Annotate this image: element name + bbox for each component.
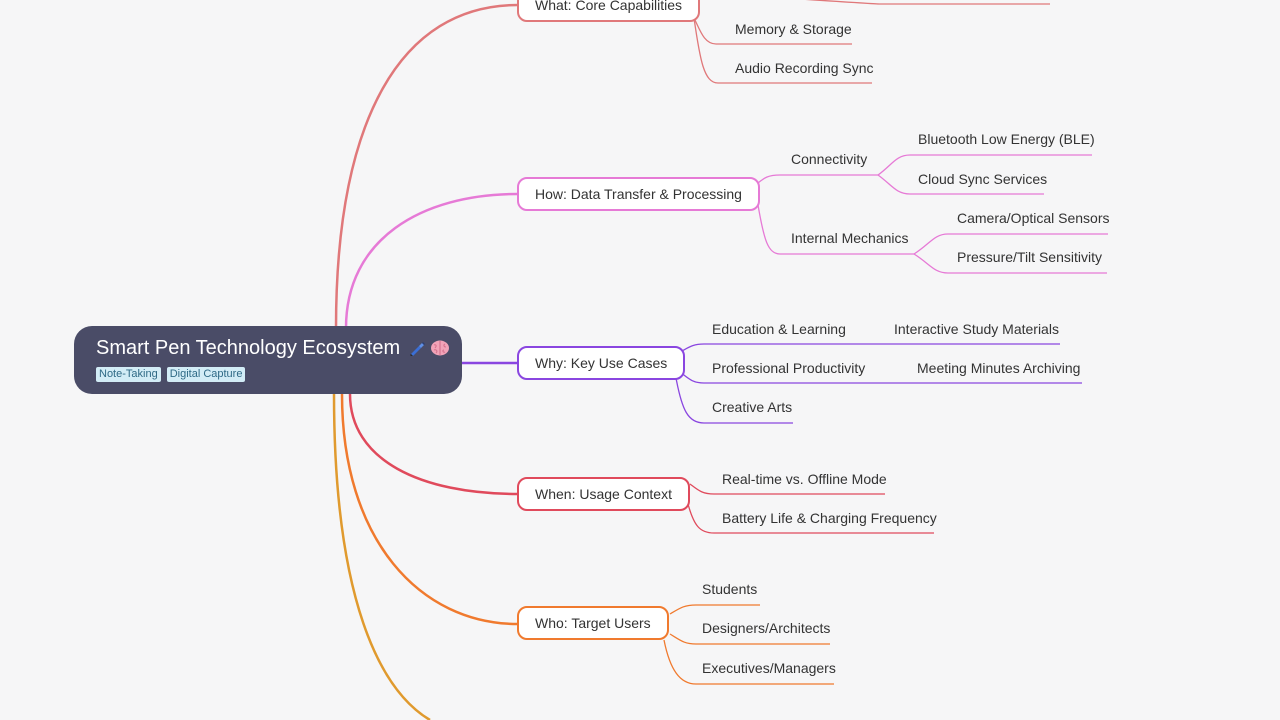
connector-what-memory [693, 17, 852, 45]
node-students[interactable]: Students [702, 581, 758, 597]
node-memory-storage[interactable]: Memory & Storage [735, 21, 852, 37]
root-emoji [408, 339, 450, 357]
connector-how-internal [757, 204, 914, 255]
connector-who-designers [669, 633, 830, 645]
connector-root-offscreen [332, 393, 431, 720]
root-tags: Note-Taking Digital Capture [96, 367, 462, 382]
connector-conn-cloud [877, 174, 1044, 195]
branch-what[interactable]: What: Core Capabilities [517, 0, 701, 22]
node-interactive-study[interactable]: Interactive Study Materials [894, 321, 1059, 337]
branch-why[interactable]: Why: Key Use Cases [517, 346, 686, 380]
node-professional-productivity[interactable]: Professional Productivity [712, 360, 866, 376]
connector-root-who [340, 393, 519, 626]
connector-why-arts [675, 377, 793, 424]
root-node[interactable]: Smart Pen Technology Ecosystem Note-Taki… [74, 326, 462, 394]
root-title: Smart Pen Technology Ecosystem [96, 337, 401, 359]
node-ble[interactable]: Bluetooth Low Energy (BLE) [918, 131, 1095, 147]
node-realtime-offline[interactable]: Real-time vs. Offline Mode [722, 471, 887, 487]
node-internal-mechanics[interactable]: Internal Mechanics [791, 230, 909, 246]
connector-root-what [334, 3, 519, 329]
pen-icon [410, 342, 426, 356]
node-creative-arts[interactable]: Creative Arts [712, 399, 793, 415]
root-title-row: Smart Pen Technology Ecosystem [96, 335, 462, 361]
connector-how-connectivity [757, 174, 878, 184]
node-cloud-sync[interactable]: Cloud Sync Services [918, 171, 1048, 187]
connector-root-how [344, 192, 519, 329]
connector-conn-ble [877, 154, 1092, 176]
node-education-learning[interactable]: Education & Learning [712, 321, 846, 337]
node-executives-managers[interactable]: Executives/Managers [702, 660, 836, 676]
branch-when[interactable]: When: Usage Context [517, 477, 690, 511]
node-battery-life[interactable]: Battery Life & Charging Frequency [722, 510, 937, 526]
connector-why-edu [679, 343, 1060, 353]
connector-when-battery [687, 503, 934, 534]
branch-how[interactable]: How: Data Transfer & Processing [517, 177, 760, 211]
node-camera-sensors[interactable]: Camera/Optical Sensors [957, 210, 1110, 226]
tag-note-taking[interactable]: Note-Taking [96, 367, 161, 382]
node-audio-recording-sync[interactable]: Audio Recording Sync [735, 60, 874, 76]
node-pressure-tilt[interactable]: Pressure/Tilt Sensitivity [957, 249, 1102, 265]
connector-who-execs [663, 639, 834, 685]
connector-int-camera [913, 233, 1108, 255]
tag-digital-capture[interactable]: Digital Capture [166, 367, 246, 382]
brain-icon [431, 340, 450, 356]
connector-what-top [805, 0, 1050, 5]
node-connectivity[interactable]: Connectivity [791, 151, 868, 167]
connector-int-pressure [913, 253, 1107, 274]
connector-when-realtime [689, 483, 885, 495]
node-meeting-minutes[interactable]: Meeting Minutes Archiving [917, 360, 1081, 376]
connector-what-audio [693, 17, 872, 84]
node-designers-architects[interactable]: Designers/Architects [702, 620, 831, 636]
branch-who[interactable]: Who: Target Users [517, 606, 669, 640]
connector-root-when [348, 393, 519, 496]
connector-who-students [669, 604, 760, 615]
